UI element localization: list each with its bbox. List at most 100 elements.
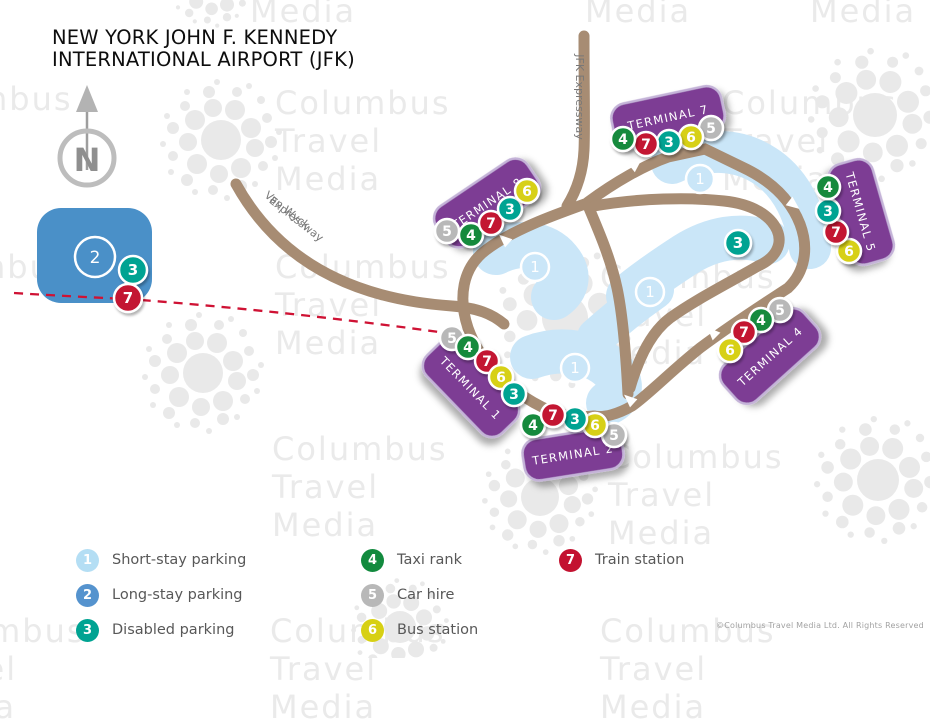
terminal-8-marker-3: 3: [496, 195, 524, 223]
marker-number: 1: [570, 359, 580, 377]
legend-item-1: 1 Short-stay parking: [76, 548, 246, 572]
marker-number: 3: [570, 412, 580, 428]
legend-item-5: 5 Car hire: [361, 583, 454, 607]
watermark-flower: [142, 312, 264, 434]
marker-number: 7: [486, 216, 496, 232]
marker-circle: [609, 125, 637, 153]
marker-number: 3: [664, 135, 674, 151]
marker-number: 7: [482, 354, 492, 370]
legend-label: Disabled parking: [112, 622, 235, 638]
marker-circle: [634, 276, 666, 308]
compass-arrow-icon: [76, 85, 98, 112]
marker-number: 6: [686, 130, 696, 146]
legend-marker-3-icon: 3: [76, 618, 99, 642]
legend-label: Short-stay parking: [112, 552, 247, 568]
marker-number: 7: [548, 408, 558, 424]
terminal-8-marker-7: 7: [477, 209, 505, 237]
terminal-7-marker-5: 5: [697, 114, 725, 142]
marker-number: 3: [509, 387, 519, 403]
marker-circle: [73, 235, 117, 279]
marker-circle: [513, 177, 541, 205]
road-direction-arrow-icon: [624, 394, 638, 408]
legend-item-3: 3 Disabled parking: [76, 618, 234, 642]
marker-circle: [814, 173, 842, 201]
marker-number: 3: [128, 261, 138, 279]
road-direction-arrow-icon: [707, 327, 721, 341]
watermark-flower: [160, 79, 282, 201]
legend-marker-2-icon: 2: [76, 583, 99, 607]
terminal-5-marker-4: 4: [814, 173, 842, 201]
roads: [230, 30, 811, 423]
terminal-8-marker-4: 4: [457, 221, 485, 249]
marker-number: 4: [756, 313, 766, 329]
long-stay-marker-2: 2: [73, 235, 117, 279]
compass-north-label: N: [74, 141, 101, 179]
legend-label: Train station: [595, 552, 685, 568]
parking-area-south: [510, 329, 642, 425]
disabled-parking-marker-3: 3: [723, 228, 753, 258]
road-jfk-expressway: [561, 30, 590, 212]
terminal-2: TERMINAL 2: [521, 426, 625, 482]
marker-circle: [112, 282, 144, 314]
marker-circle: [519, 251, 551, 283]
terminal-5-marker-6: 6: [835, 237, 863, 265]
watermark-flower: [813, 415, 930, 545]
marker-circle: [684, 163, 716, 195]
train-line: [13, 291, 447, 335]
marker-number: 6: [725, 343, 735, 359]
marker-number: 3: [823, 204, 833, 220]
terminal-2-marker-7: 7: [539, 401, 567, 429]
marker-circle: [500, 380, 528, 408]
terminal-4-marker-6: 6: [716, 336, 744, 364]
terminal-2-box: [521, 426, 625, 482]
marker-number: 4: [463, 340, 473, 356]
marker-number: 4: [528, 418, 538, 434]
terminal-1-marker-3: 3: [500, 380, 528, 408]
road-van-wyck-expressway: [230, 178, 510, 330]
terminal-5: TERMINAL 5: [826, 157, 896, 267]
marker-circle: [457, 221, 485, 249]
marker-number: 2: [90, 248, 101, 268]
marker-number: 4: [466, 228, 476, 244]
legend-label: Car hire: [397, 587, 455, 603]
short-stay-marker-1: 1: [519, 251, 551, 283]
airport-map: Van Wyck Expressway JFK Expressway TERMI…: [13, 0, 930, 658]
compass-ring: [57, 128, 117, 188]
road-direction-arrow-icon: [625, 161, 640, 173]
road-inner-north: [588, 193, 785, 272]
marker-number: 1: [645, 283, 655, 301]
marker-number: 5: [609, 428, 619, 444]
marker-circle: [539, 401, 567, 429]
legend-item-7: 7 Train station: [559, 548, 684, 572]
marker-number: 5: [447, 331, 457, 347]
road-direction-arrow-icon: [785, 196, 800, 209]
terminal-2-marker-6: 6: [581, 411, 609, 439]
marker-number: 5: [442, 224, 452, 240]
parking-area-west: [473, 222, 589, 320]
map-title-line2: INTERNATIONAL AIRPORT (JFK): [52, 48, 355, 71]
legend-marker-7-icon: 7: [559, 548, 582, 572]
marker-circle: [496, 195, 524, 223]
compass: N: [57, 85, 117, 188]
marker-number: 7: [641, 137, 651, 153]
watermark-flower-layer: [142, 0, 930, 658]
legend-marker-5-icon: 5: [361, 583, 384, 607]
legend-marker-1-icon: 1: [76, 548, 99, 572]
marker-circle: [559, 352, 591, 384]
marker-number: 7: [831, 225, 841, 241]
road-direction-arrow-icon: [499, 234, 513, 248]
marker-number: 1: [530, 258, 540, 276]
marker-number: 6: [522, 184, 532, 200]
legend-marker-6-icon: 6: [361, 618, 384, 642]
short-stay-marker-1: 1: [559, 352, 591, 384]
marker-circle: [477, 209, 505, 237]
